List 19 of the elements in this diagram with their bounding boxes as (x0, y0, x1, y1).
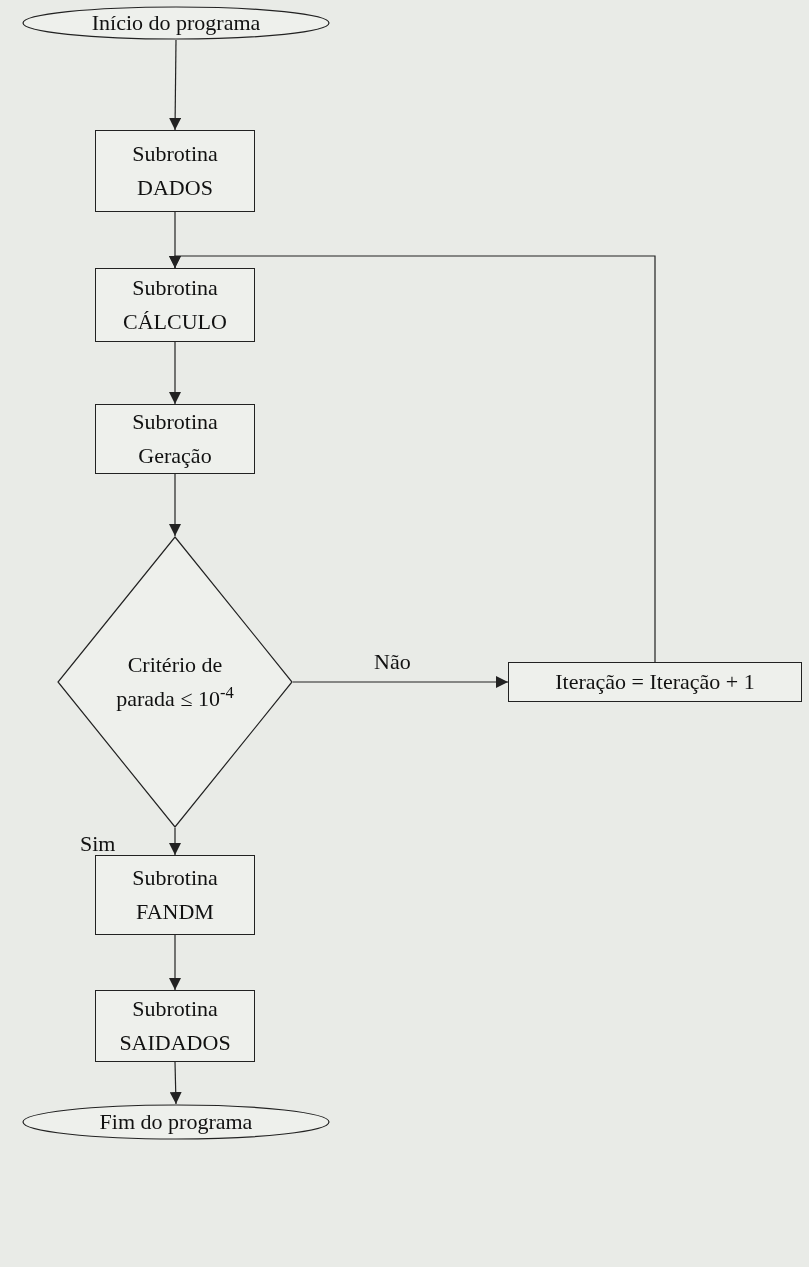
process-box: Subrotina DADOS (95, 130, 255, 212)
arrow (169, 473, 181, 537)
process-box: Subrotina CÁLCULO (95, 268, 255, 342)
process-box: Subrotina Geração (95, 404, 255, 474)
arrow (169, 255, 656, 663)
process-box: Iteração = Iteração + 1 (508, 662, 802, 702)
arrow (169, 1061, 182, 1105)
terminal-ellipse: Fim do programa (22, 1104, 330, 1140)
decision-diamond: Critério de parada ≤ 10$^{-4}$ (57, 536, 293, 828)
process-box: Subrotina SAIDADOS (95, 990, 255, 1062)
arrow (169, 934, 181, 991)
arrow (169, 341, 181, 405)
edge-label: Não (374, 648, 411, 676)
process-box: Subrotina FANDM (95, 855, 255, 935)
edge-label: Sim (80, 830, 116, 858)
arrow (169, 827, 181, 856)
arrow (292, 676, 509, 688)
arrow (169, 39, 182, 131)
terminal-ellipse: Início do programa (22, 6, 330, 40)
